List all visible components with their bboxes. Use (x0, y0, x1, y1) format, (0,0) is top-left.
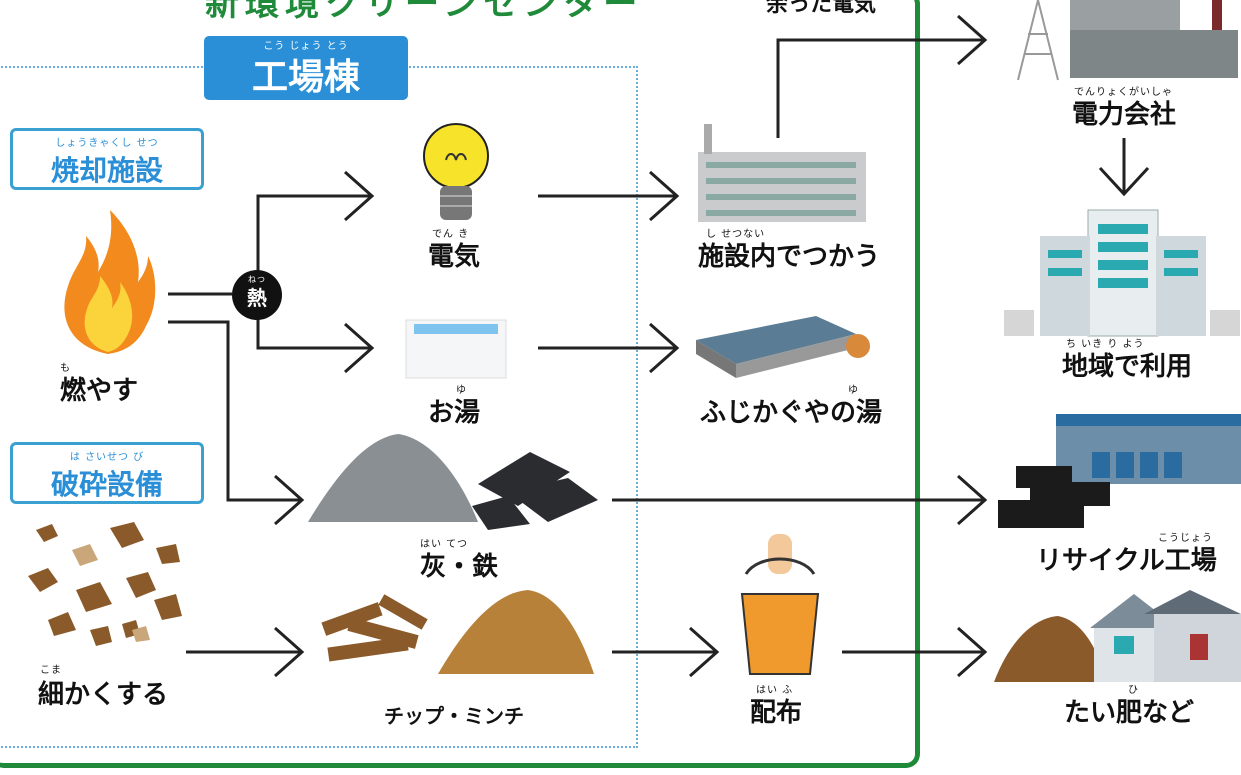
distribution-label: 配布 (750, 698, 803, 728)
shred-ruby: こま (40, 665, 62, 676)
ash-iron-icon (308, 434, 598, 530)
power-company-ruby: でんりょくがいしゃ (1074, 87, 1173, 98)
burn-ruby: も (60, 363, 71, 374)
crushing-label: 破砕設備 (50, 468, 163, 501)
compost-ruby: ひ (1128, 685, 1139, 696)
local-use-label: 地域で利用 (1062, 352, 1193, 382)
power-plant-icon (1017, 0, 1238, 81)
bucket-icon (740, 534, 820, 675)
debris-icon (28, 522, 182, 646)
electricity-ruby: でん き (432, 229, 470, 240)
fujikaguya-ruby: ゆ (848, 385, 859, 396)
incineration-box: しょうきゃくし せつ 焼却施設 (10, 128, 204, 190)
hot-water-label: お湯 (428, 398, 481, 428)
crushing-box: は さいせつ び 破砕設備 (10, 442, 204, 504)
ash-iron-label: 灰・鉄 (420, 552, 499, 582)
fujikaguya-label: ふじかぐやの湯 (700, 398, 883, 428)
ash-iron-ruby: はい てつ (420, 539, 468, 550)
shred-label: 細かくする (38, 680, 169, 710)
distribution-ruby: はい ふ (756, 685, 794, 696)
green-frame (0, 0, 920, 768)
local-use-ruby: ち いき り よう (1066, 339, 1145, 350)
power-company-label: 電力会社 (1072, 100, 1177, 130)
use-in-facility-label: 施設内でつかう (698, 242, 881, 272)
compost-label: たい肥など (1064, 698, 1195, 728)
recycle-factory-icon (998, 414, 1241, 528)
crushing-ruby: は さいせつ び (69, 452, 145, 463)
use-in-facility-ruby: し せつない (706, 229, 766, 240)
header-title: 新環境クリーンセンター (205, 0, 644, 24)
factory-label: 工場棟 (251, 57, 360, 98)
fire-icon (64, 210, 156, 354)
compost-house-icon (994, 590, 1241, 682)
heat-node: ねつ 熱 (232, 270, 282, 320)
heat-ruby: ねつ (248, 275, 266, 284)
chip-label: チップ・ミンチ (384, 704, 524, 728)
heat-label: 熱 (247, 286, 267, 310)
incineration-ruby: しょうきゃくし せつ (55, 138, 159, 149)
electricity-label: 電気 (428, 242, 481, 272)
incineration-label: 焼却施設 (50, 154, 163, 187)
hot-water-icon (405, 319, 507, 379)
recycle-ruby: こうじょう (1158, 533, 1213, 544)
factory-title: こう じょう とう 工場棟 (204, 36, 408, 100)
bath-icon (696, 316, 870, 378)
recycle-label: リサイクル工場 (1036, 546, 1217, 576)
facility-building-icon (698, 124, 866, 222)
burn-label: 燃やす (60, 376, 139, 406)
chips-icon (321, 590, 594, 674)
hot-water-ruby: ゆ (456, 385, 467, 396)
factory-ruby: こう じょう とう (263, 41, 349, 52)
surplus-label: 余った電気 (766, 0, 877, 17)
lightbulb-icon (423, 123, 489, 220)
city-buildings-icon (1004, 209, 1240, 337)
